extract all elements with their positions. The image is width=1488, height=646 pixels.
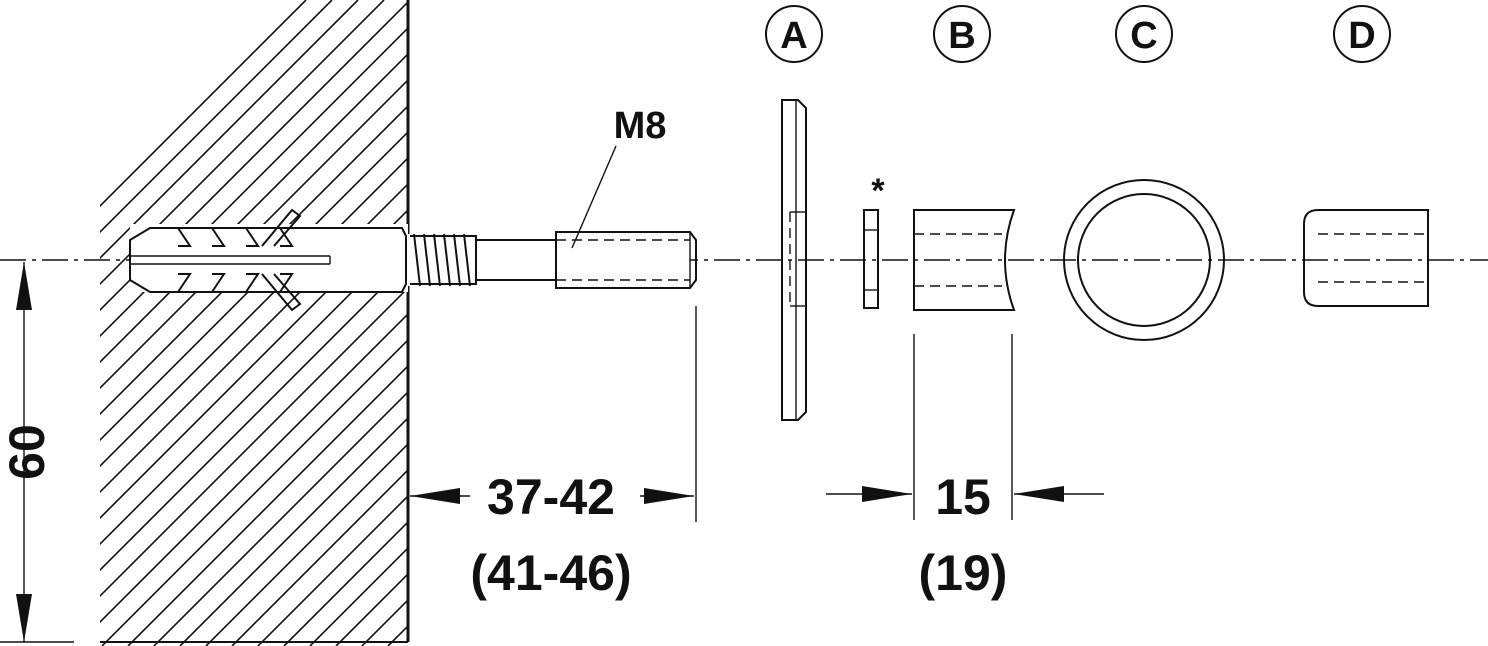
part-b-circle bbox=[933, 5, 991, 63]
hatch-line bbox=[100, 0, 359, 260]
part-a-rosette: A bbox=[765, 5, 823, 421]
hatch-line bbox=[752, 0, 1398, 646]
part-b-label: B bbox=[948, 15, 975, 57]
hatch-line bbox=[101, 338, 408, 646]
spacer-length-alt-value: (19) bbox=[919, 545, 1008, 601]
height-dimension: 60 bbox=[0, 262, 74, 643]
hatch-line bbox=[960, 0, 1488, 646]
thread-leader-line bbox=[571, 145, 617, 249]
hatch-line bbox=[100, 0, 408, 312]
hatch-line bbox=[100, 0, 307, 208]
hatch-line bbox=[100, 26, 408, 338]
hatch-line bbox=[100, 52, 408, 364]
screw bbox=[408, 231, 697, 289]
hatch-line bbox=[361, 598, 408, 646]
hatch-line bbox=[1012, 0, 1488, 646]
wall-plug bbox=[129, 208, 408, 312]
height-dimension-value: 60 bbox=[0, 424, 55, 480]
washer: * bbox=[863, 172, 885, 309]
hatch-line bbox=[570, 0, 1216, 646]
hatch-line bbox=[179, 416, 408, 646]
hatch-line bbox=[153, 390, 408, 646]
hatch-line bbox=[100, 286, 408, 598]
hatch-line bbox=[257, 494, 408, 646]
hatch-line bbox=[100, 156, 408, 468]
hatch-line bbox=[100, 78, 408, 390]
hatch-line bbox=[986, 0, 1488, 646]
hatch-line bbox=[100, 182, 408, 494]
hatch-line bbox=[100, 260, 408, 572]
hatch-line bbox=[100, 234, 408, 546]
part-d-cap: D bbox=[1303, 5, 1429, 307]
part-c-ring: C bbox=[1063, 5, 1225, 341]
hatch-line bbox=[100, 0, 333, 234]
projection-value: 37-42 bbox=[487, 469, 615, 525]
projection-dimension: 37-42 (41-46) bbox=[410, 469, 694, 601]
hatch-line bbox=[778, 0, 1424, 646]
hatch-line bbox=[205, 442, 408, 646]
hatch-line bbox=[283, 520, 408, 646]
hatch-line bbox=[700, 0, 1346, 646]
hatch-line bbox=[1038, 0, 1488, 646]
projection-alt-value: (41-46) bbox=[470, 545, 631, 601]
hatch-line bbox=[100, 0, 385, 286]
hatch-line bbox=[726, 0, 1372, 646]
hatch-line bbox=[127, 364, 408, 646]
hatch-line bbox=[335, 572, 408, 646]
part-a-label: A bbox=[780, 15, 807, 57]
part-a-circle bbox=[765, 5, 823, 63]
part-c-circle bbox=[1115, 5, 1173, 63]
hatch-line bbox=[100, 208, 408, 520]
hatch-line bbox=[934, 0, 1488, 646]
hatch-line bbox=[231, 468, 408, 646]
spacer-length-value: 15 bbox=[935, 469, 991, 525]
part-d-label: D bbox=[1348, 15, 1375, 57]
thread-label: M8 bbox=[614, 105, 667, 147]
screw-thread-coils bbox=[413, 233, 471, 287]
spacer-dimension: 15 (19) bbox=[826, 469, 1104, 601]
hatch-line bbox=[100, 104, 408, 416]
part-d-circle bbox=[1333, 5, 1391, 63]
part-c-label: C bbox=[1130, 15, 1157, 57]
washer-asterisk: * bbox=[871, 172, 885, 210]
hatch-line bbox=[100, 312, 408, 624]
part-b-spacer: B bbox=[913, 5, 1016, 520]
hatch-line bbox=[100, 130, 408, 442]
